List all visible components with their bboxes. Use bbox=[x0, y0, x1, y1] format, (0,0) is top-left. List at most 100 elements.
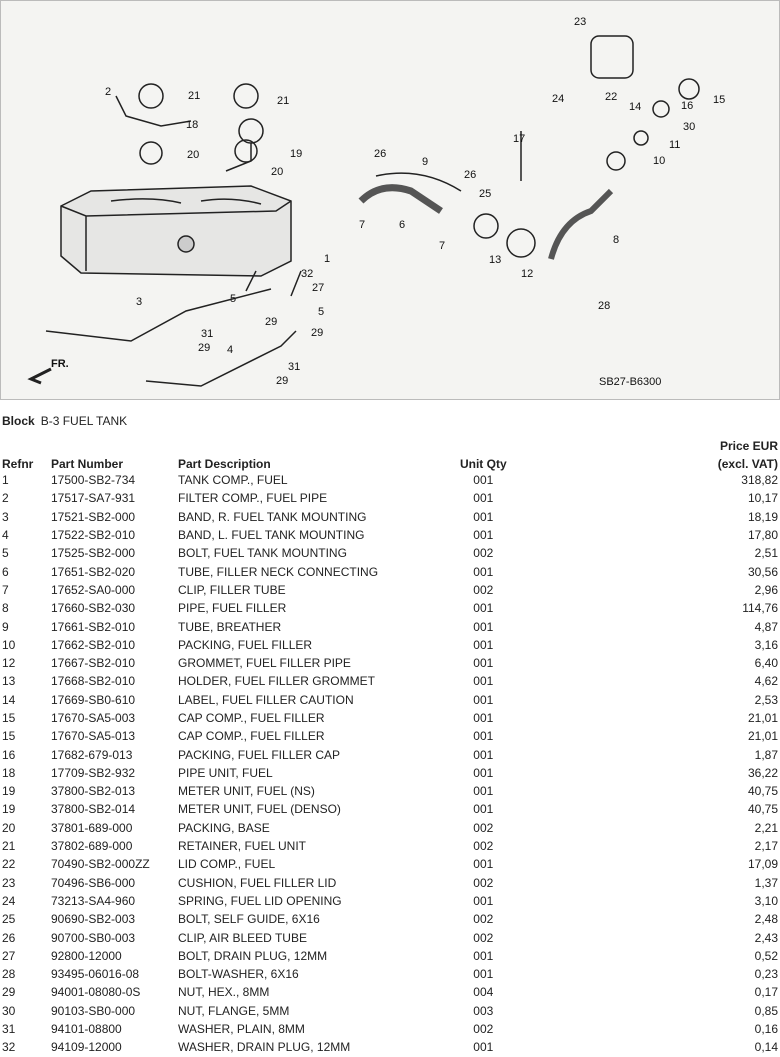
price-cell: 2,53 bbox=[754, 692, 778, 707]
refnr-cell: 27 bbox=[2, 948, 16, 963]
qty-cell: 002 bbox=[473, 930, 494, 945]
description-cell: TANK COMP., FUEL bbox=[178, 473, 288, 488]
description-cell: NUT, FLANGE, 5MM bbox=[178, 1003, 290, 1018]
callout-number: 12 bbox=[521, 268, 533, 280]
part-number-cell: 94101-08800 bbox=[51, 1022, 122, 1037]
callout-number: 22 bbox=[605, 91, 617, 103]
refnr-cell: 16 bbox=[2, 747, 16, 762]
description-cell: RETAINER, FUEL UNIT bbox=[178, 839, 307, 854]
qty-cell: 001 bbox=[473, 656, 494, 671]
refnr-cell: 3 bbox=[2, 509, 9, 524]
part-number-cell: 73213-SA4-960 bbox=[51, 893, 136, 908]
callout-number: 20 bbox=[187, 149, 199, 161]
description-cell: CUSHION, FUEL FILLER LID bbox=[178, 875, 337, 890]
part-number-cell: 17651-SB2-020 bbox=[51, 564, 136, 579]
refnr-cell: 29 bbox=[2, 985, 16, 1000]
callout-number: 21 bbox=[277, 95, 289, 107]
price-cell: 18,19 bbox=[747, 509, 778, 524]
description-cell: PIPE, FUEL FILLER bbox=[178, 601, 287, 616]
part-number-cell: 17667-SB2-010 bbox=[51, 656, 136, 671]
callout-number: 29 bbox=[198, 342, 210, 354]
description-cell: PACKING, FUEL FILLER CAP bbox=[178, 747, 341, 762]
parts-table: Price EUR Refnr Part Number Part Descrip… bbox=[0, 435, 780, 1057]
refnr-cell: 13 bbox=[2, 674, 16, 689]
price-header-line2: (excl. VAT) bbox=[717, 457, 778, 471]
qty-cell: 001 bbox=[473, 784, 494, 799]
qty-cell: 001 bbox=[473, 948, 494, 963]
qty-cell: 001 bbox=[473, 692, 494, 707]
price-cell: 2,17 bbox=[754, 839, 778, 854]
callout-number: 7 bbox=[439, 240, 445, 252]
callout-number: 16 bbox=[681, 100, 693, 112]
part-number-cell: 37800-SB2-014 bbox=[51, 802, 136, 817]
qty-cell: 001 bbox=[473, 1040, 494, 1055]
description-cell: METER UNIT, FUEL (DENSO) bbox=[178, 802, 341, 817]
description-cell: SPRING, FUEL LID OPENING bbox=[178, 893, 342, 908]
callout-number: 9 bbox=[422, 156, 428, 168]
price-cell: 318,82 bbox=[741, 473, 778, 488]
part-number-cell: 17668-SB2-010 bbox=[51, 674, 136, 689]
price-cell: 40,75 bbox=[747, 802, 778, 817]
refnr-cell: 9 bbox=[2, 619, 9, 634]
part-number-cell: 94109-12000 bbox=[51, 1040, 122, 1055]
description-cell: WASHER, DRAIN PLUG, 12MM bbox=[178, 1040, 351, 1055]
price-cell: 4,87 bbox=[754, 619, 778, 634]
description-cell: PIPE UNIT, FUEL bbox=[178, 765, 273, 780]
refnr-cell: 24 bbox=[2, 893, 16, 908]
callout-number: 4 bbox=[227, 344, 233, 356]
callout-number: 29 bbox=[311, 327, 323, 339]
price-cell: 2,43 bbox=[754, 930, 778, 945]
price-cell: 0,14 bbox=[754, 1040, 778, 1055]
refnr-cell: 12 bbox=[2, 656, 16, 671]
price-cell: 30,56 bbox=[747, 564, 778, 579]
part-number-cell: 17670-SA5-003 bbox=[51, 711, 136, 725]
part-number-cell: 17682-679-013 bbox=[51, 747, 133, 762]
price-cell: 3,16 bbox=[754, 637, 778, 652]
part-number-cell: 17669-SB0-610 bbox=[51, 692, 136, 707]
price-cell: 10,17 bbox=[747, 491, 778, 506]
refnr-cell: 15 bbox=[2, 729, 16, 744]
qty-cell: 002 bbox=[473, 875, 494, 890]
description-cell: CAP COMP., FUEL FILLER bbox=[178, 711, 325, 725]
callout-number: 17 bbox=[513, 133, 525, 145]
refnr-cell: 2 bbox=[2, 491, 9, 506]
callout-number: 3 bbox=[136, 296, 142, 308]
callout-number: 15 bbox=[713, 94, 725, 106]
qty-cell: 001 bbox=[473, 674, 494, 689]
refnr-cell: 15 bbox=[2, 711, 16, 725]
price-cell: 0,17 bbox=[754, 985, 778, 1000]
part-number-cell: 17517-SA7-931 bbox=[51, 491, 136, 506]
refnr-cell: 8 bbox=[2, 601, 9, 616]
part-number-cell: 37800-SB2-013 bbox=[51, 784, 136, 799]
callout-number: 19 bbox=[290, 148, 302, 160]
callout-number: 27 bbox=[312, 282, 324, 294]
qty-cell: 001 bbox=[473, 601, 494, 616]
part-number-cell: 92800-12000 bbox=[51, 948, 122, 963]
qty-cell: 001 bbox=[473, 729, 494, 744]
part-number-cell: 70490-SB2-000ZZ bbox=[51, 857, 150, 872]
description-cell: NUT, HEX., 8MM bbox=[178, 985, 270, 1000]
price-cell: 1,37 bbox=[754, 875, 778, 890]
qty-cell: 001 bbox=[473, 747, 494, 762]
part-number-cell: 94001-08080-0S bbox=[51, 985, 141, 1000]
refnr-cell: 18 bbox=[2, 765, 16, 780]
refnr-cell: 4 bbox=[2, 528, 9, 543]
table-row: 16 17682-679-013 PACKING, FUEL FILLER CAP 0… bbox=[0, 745, 780, 763]
description-cell: BAND, L. FUEL TANK MOUNTING bbox=[178, 528, 365, 543]
